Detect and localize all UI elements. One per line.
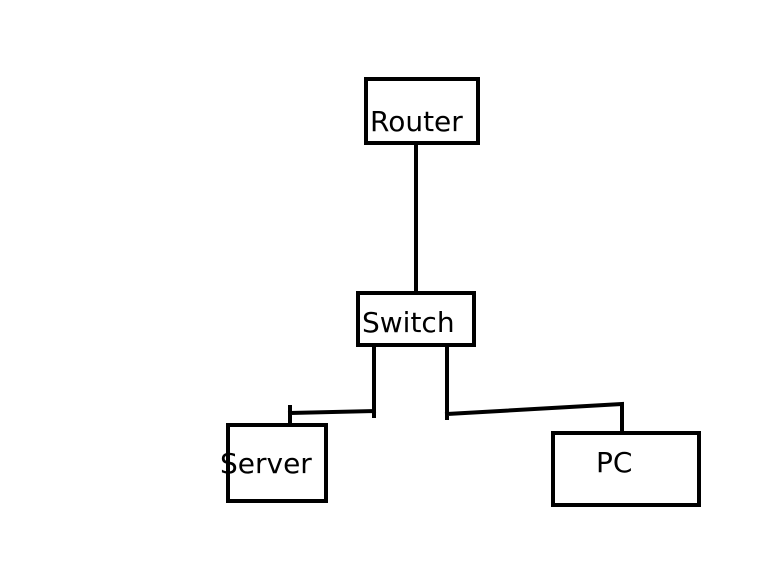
pc-node: PC xyxy=(551,431,701,507)
switch-label: Switch xyxy=(362,306,455,339)
pc-box xyxy=(551,431,701,507)
link-switch-pc xyxy=(444,344,624,433)
switch-node: Switch xyxy=(356,291,476,347)
router-box xyxy=(364,77,480,145)
server-label: Server xyxy=(220,447,312,480)
router-node: Router xyxy=(364,77,480,145)
server-box xyxy=(226,423,328,503)
connections xyxy=(287,142,624,433)
switch-box xyxy=(356,291,476,347)
router-label: Router xyxy=(370,105,463,138)
link-switch-server xyxy=(287,344,377,423)
pc-label: PC xyxy=(596,446,632,479)
server-node: Server xyxy=(220,423,328,503)
